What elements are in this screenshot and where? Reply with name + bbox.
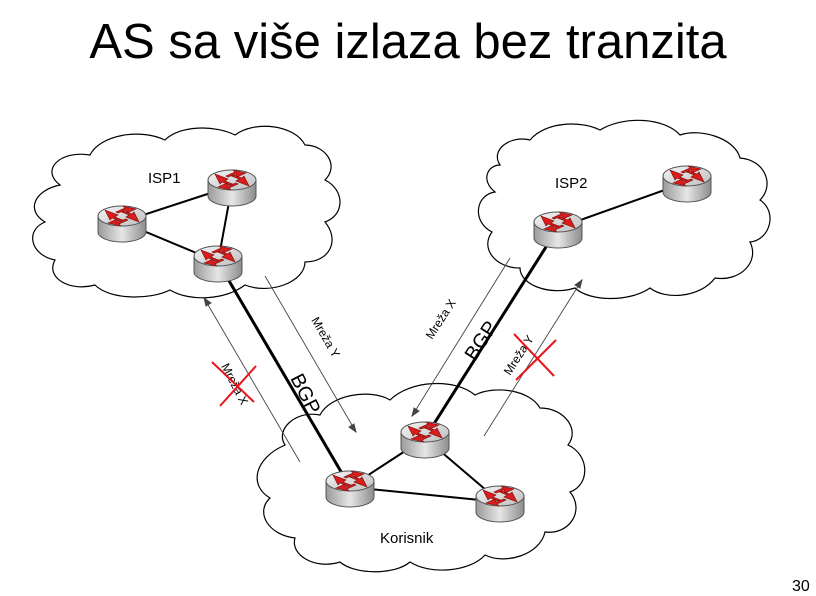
isp1-label: ISP1	[148, 170, 181, 187]
cross-left	[211, 361, 257, 407]
korisnik-cloud	[256, 383, 586, 573]
arrow-left-up	[203, 297, 301, 463]
page-title: AS sa više izlaza bez tranzita	[89, 15, 727, 69]
router-icon	[193, 245, 243, 283]
page-number: 30	[792, 578, 810, 595]
isp1-cloud	[32, 125, 341, 299]
router-icon	[662, 165, 712, 203]
link-kor-r1-r3	[349, 486, 501, 503]
router-icon	[325, 470, 375, 508]
bgp-link-right	[423, 227, 560, 439]
router-icon	[475, 485, 525, 523]
cross-right	[513, 333, 557, 381]
router-icon	[97, 205, 147, 243]
router-icon	[400, 421, 450, 459]
arrow-right-down	[411, 257, 511, 417]
router-icon	[533, 211, 583, 249]
isp2-cloud	[477, 119, 771, 300]
korisnik-label: Korisnik	[380, 530, 434, 547]
arrow-left-down	[264, 275, 357, 433]
arrow-right-up	[483, 279, 583, 437]
announce-right-down: Mreža X	[423, 297, 459, 342]
bgp-label-left: BGP	[286, 370, 325, 418]
bgp-link-left	[216, 261, 352, 488]
isp2-label: ISP2	[555, 175, 588, 192]
announce-left-down: Mreža Y	[308, 315, 342, 361]
router-icon	[207, 169, 257, 207]
